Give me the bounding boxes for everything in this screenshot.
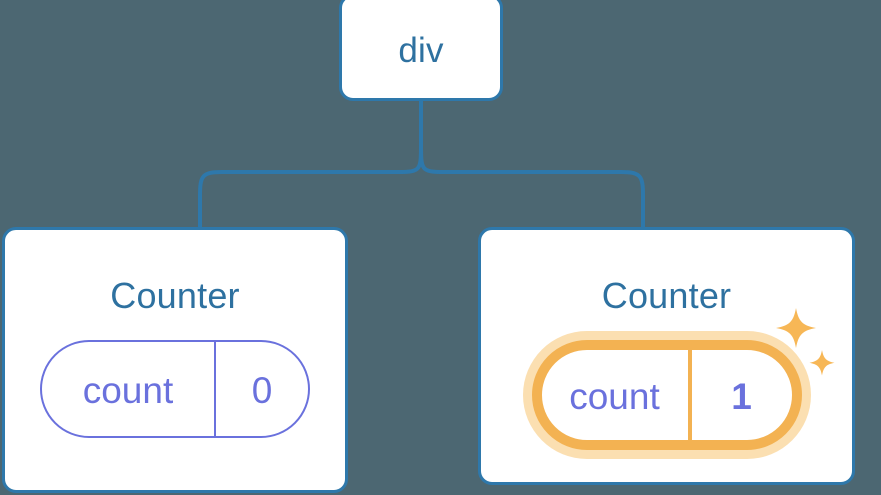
counter-left-state-wrap: count 0	[40, 340, 310, 438]
tree-node-counter-right[interactable]: Counter count 1	[478, 227, 855, 485]
tree-node-root[interactable]: div	[339, 0, 503, 101]
state-pill-count-right[interactable]: count 1	[531, 340, 802, 450]
sparkle-small-icon	[809, 350, 834, 376]
counter-right-title: Counter	[601, 275, 732, 316]
counter-left-title: Counter	[110, 275, 240, 316]
state-pill-count-left[interactable]: count 0	[40, 340, 310, 438]
connector-to-left-child	[198, 142, 423, 231]
state-value-label: 1	[687, 350, 792, 440]
state-key-label: count	[82, 370, 174, 411]
sparkle-large-icon	[775, 308, 816, 348]
state-key-label: count	[569, 376, 660, 417]
connector-to-right-child	[419, 142, 645, 231]
tree-node-counter-left[interactable]: Counter count 0	[2, 227, 348, 493]
state-value-label: 0	[214, 342, 308, 436]
root-node-label: div	[398, 31, 444, 70]
counter-right-state-wrap: count 1	[531, 308, 834, 450]
